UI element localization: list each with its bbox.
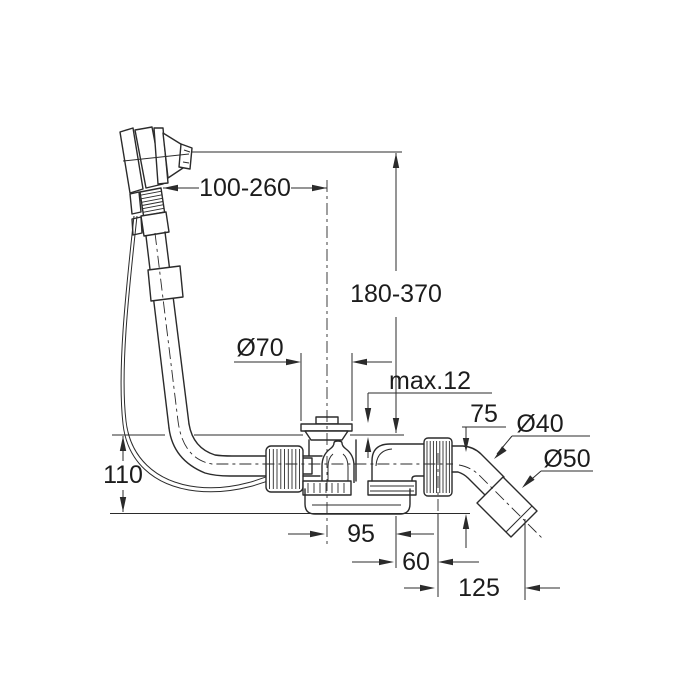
dim-label-60: 60 xyxy=(402,548,430,576)
trap-cup xyxy=(302,480,417,515)
outlet-pipe xyxy=(451,445,505,497)
waste-flange xyxy=(300,416,353,441)
dim-label-180-370: 180-370 xyxy=(350,280,442,308)
overflow-hose-nut xyxy=(265,445,304,493)
dim-drain-diameter: Ø70 xyxy=(234,334,392,421)
dim-label-110: 110 xyxy=(103,461,143,489)
dim-outlet-offset: 125 xyxy=(404,514,560,602)
dim-socket-diameter: Ø50 xyxy=(522,445,593,488)
dim-trap-depth: 110 xyxy=(103,436,143,512)
dim-outlet-drop: 75 xyxy=(462,400,506,548)
outlet-elbow xyxy=(371,443,425,482)
dim-label-d40: Ø40 xyxy=(516,410,563,438)
dim-drain-to-elbow: 95 xyxy=(288,520,434,548)
dim-knob-to-drain: 100-260 xyxy=(163,174,327,202)
waste-tee-body xyxy=(302,439,357,483)
dim-pipe-diameter: Ø40 xyxy=(494,410,590,459)
dim-label-d50: Ø50 xyxy=(543,445,590,473)
dim-overflow-height: 180-370 xyxy=(350,153,442,568)
dim-elbow-to-outlet: 60 xyxy=(352,548,479,576)
outlet-nut xyxy=(423,437,453,497)
dim-label-125: 125 xyxy=(458,574,500,602)
overflow-rotary-knob xyxy=(119,126,193,194)
overflow-riser-tube xyxy=(129,187,267,477)
center-lines xyxy=(154,180,543,546)
dim-rim-thickness: max.12 xyxy=(364,367,492,458)
dim-label-d70: Ø70 xyxy=(236,334,283,362)
dim-label-95: 95 xyxy=(347,520,375,548)
dim-label-max12: max.12 xyxy=(389,367,471,395)
outlet-socket xyxy=(476,476,538,538)
dim-label-100-260: 100-260 xyxy=(199,174,291,202)
dim-label-75: 75 xyxy=(470,400,498,428)
